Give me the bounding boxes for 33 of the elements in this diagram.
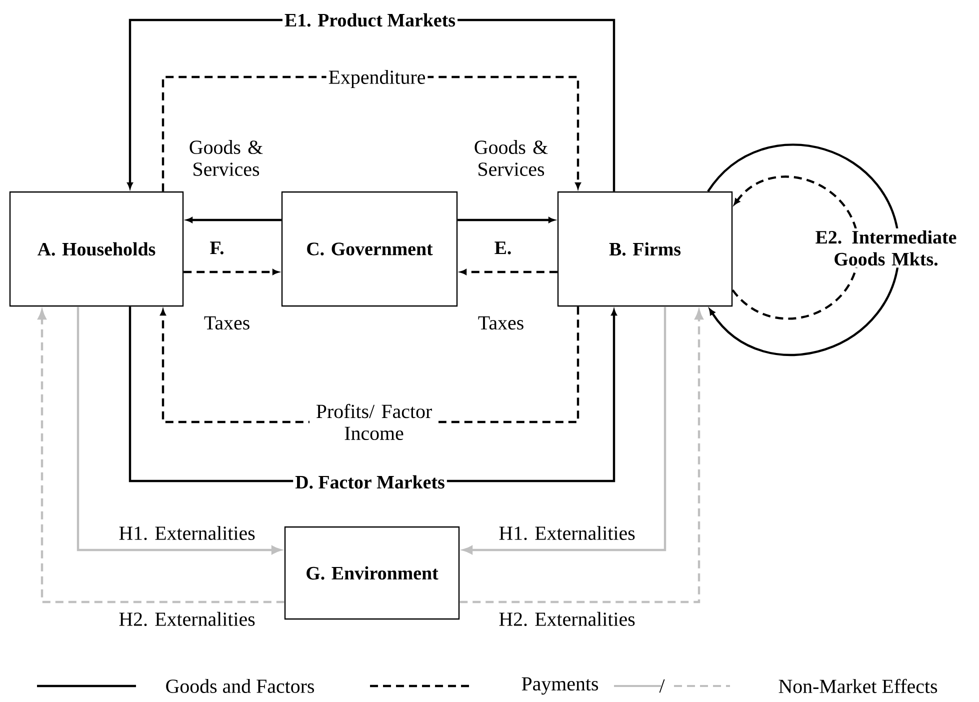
legend-text: Non-Market Effects bbox=[778, 678, 938, 694]
loop-arrow bbox=[707, 144, 900, 356]
arrow bbox=[458, 217, 555, 223]
edge-label: E1. Product Markets bbox=[282, 11, 458, 29]
arrow bbox=[76, 306, 282, 554]
edge-label: D. Factor Markets bbox=[293, 473, 447, 491]
section-letter: F. bbox=[210, 242, 224, 254]
arrow bbox=[460, 310, 704, 604]
sector-box: C. Government bbox=[281, 191, 458, 307]
edge-label: Goods & Services bbox=[459, 138, 563, 178]
arrow bbox=[460, 269, 558, 275]
edge-label: Taxes bbox=[202, 314, 252, 332]
edge-label: Profits/ Factor Income bbox=[310, 402, 438, 442]
arrow bbox=[184, 269, 279, 275]
edge-label: Expenditure bbox=[326, 68, 428, 90]
edge-label: H1. Externalities bbox=[496, 524, 638, 542]
separator-slash: / bbox=[659, 679, 665, 693]
edge-label: Taxes bbox=[476, 314, 526, 332]
arrow bbox=[462, 306, 666, 554]
edge-label: Goods & Services bbox=[174, 138, 278, 178]
section-letter: E. bbox=[494, 242, 511, 254]
sector-box: G. Environment bbox=[284, 526, 460, 620]
arrow bbox=[38, 310, 284, 604]
arrow bbox=[186, 217, 282, 223]
legend-text: Goods and Factors bbox=[166, 678, 314, 693]
loop-arrow bbox=[732, 176, 860, 320]
edge-label: H2. Externalities bbox=[496, 610, 638, 628]
sector-box: B. Firms bbox=[557, 191, 733, 307]
edge-label: H2. Externalities bbox=[116, 610, 258, 628]
edge-label: H1. Externalities bbox=[116, 524, 258, 542]
edge-label: E2. Intermediate Goods Mkts. bbox=[809, 228, 963, 268]
legend-text: Payments bbox=[522, 677, 598, 695]
sector-box: A. Households bbox=[9, 191, 184, 307]
